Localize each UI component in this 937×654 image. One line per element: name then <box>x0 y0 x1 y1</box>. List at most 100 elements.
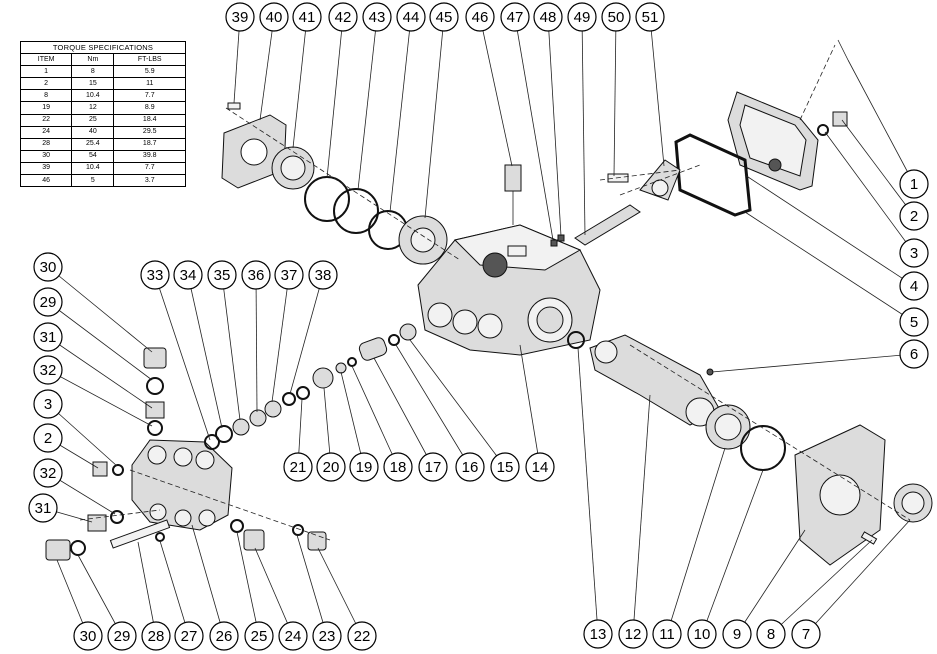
callout-circle <box>316 452 346 482</box>
flange-plate-part <box>221 114 287 189</box>
callout-number: 49 <box>574 9 591 26</box>
callout-c31: 31 <box>33 322 63 352</box>
callout-circle <box>225 2 255 32</box>
callout-number: 27 <box>181 628 198 645</box>
callout-circle <box>533 2 563 32</box>
callout-c29b: 29 <box>33 287 63 317</box>
callout-c36: 36 <box>241 260 271 290</box>
crankshaft-12-part <box>589 334 721 427</box>
o-ring-25-part <box>230 519 244 533</box>
callout-number: 38 <box>315 267 332 284</box>
callout-circle <box>362 2 392 32</box>
o-ring-29-part <box>146 377 164 395</box>
callout-circle <box>349 452 379 482</box>
callout-c21: 21 <box>283 452 313 482</box>
leader-line-c30b <box>47 266 153 353</box>
leader-line-c43 <box>357 16 378 191</box>
leader-line-c29 <box>77 554 123 637</box>
leader-line-c34 <box>187 274 223 429</box>
callout-c28: 28 <box>141 621 171 651</box>
callout-number: 15 <box>497 459 514 476</box>
callout-c5: 5 <box>899 307 929 337</box>
callout-number: 28 <box>148 628 165 645</box>
leader-lines <box>42 16 915 637</box>
plug-2-part <box>92 461 108 477</box>
callout-c48: 48 <box>533 2 563 32</box>
callout-number: 31 <box>40 329 57 346</box>
callout-number: 11 <box>659 626 675 643</box>
o-ring-43-part <box>333 188 379 234</box>
callout-circle <box>209 621 239 651</box>
callout-circle <box>33 389 63 419</box>
plug-30-part <box>143 347 167 369</box>
callout-circle <box>899 169 929 199</box>
callout-c51: 51 <box>635 2 665 32</box>
leader-line-c40 <box>259 16 275 121</box>
callout-c23: 23 <box>312 621 342 651</box>
callout-number: 51 <box>642 9 659 26</box>
leader-line-c6 <box>711 353 915 373</box>
axis-line-part <box>79 44 911 541</box>
washer-27-part <box>155 532 165 542</box>
leader-line-c2 <box>841 119 915 217</box>
callout-circle <box>722 619 752 649</box>
callout-c2: 2 <box>899 201 929 231</box>
callout-number: 13 <box>590 626 607 643</box>
callout-circle <box>687 619 717 649</box>
washer-3-part <box>112 464 124 476</box>
leader-line-c28 <box>137 541 157 637</box>
callout-number: 39 <box>232 9 249 26</box>
callout-number: 48 <box>540 9 557 26</box>
callout-number: 30 <box>40 259 57 276</box>
callout-c41: 41 <box>292 2 322 32</box>
leader-line-c45 <box>424 16 445 219</box>
o-ring-21-part <box>296 386 310 400</box>
callout-number: 12 <box>625 626 642 643</box>
manifold-26-part <box>131 439 233 531</box>
callout-number: 17 <box>425 459 442 476</box>
washer-16-part <box>388 334 400 346</box>
callout-number: 2 <box>44 430 52 447</box>
callout-c32: 32 <box>33 355 63 385</box>
leader-line-c32 <box>47 369 153 427</box>
callout-c31b: 31 <box>28 493 58 523</box>
callout-c4: 4 <box>899 271 929 301</box>
callout-circle <box>107 621 137 651</box>
callout-c27: 27 <box>174 621 204 651</box>
plunger-17-part <box>358 337 388 361</box>
callout-number: 3 <box>910 245 918 262</box>
callout-number: 33 <box>147 267 164 284</box>
leader-line-c50 <box>613 16 617 177</box>
leader-line-c3b <box>47 403 118 467</box>
callout-number: 5 <box>910 314 918 331</box>
leader-line-c15 <box>409 339 506 468</box>
callout-circle <box>33 252 63 282</box>
callout-c37: 37 <box>274 260 304 290</box>
callout-circle <box>899 339 929 369</box>
callout-c8: 8 <box>756 619 786 649</box>
seal-36-part <box>249 409 267 427</box>
o-ring-38-part <box>282 392 296 406</box>
leader-line-c7 <box>805 519 911 635</box>
callout-c10: 10 <box>687 619 717 649</box>
callout-number: 3 <box>44 396 52 413</box>
o-ring-13-part <box>567 331 585 349</box>
callout-circle <box>899 307 929 337</box>
callout-number: 31 <box>35 500 52 517</box>
cell-nm: 25.4 <box>71 137 115 151</box>
leader-line-c51 <box>649 16 665 167</box>
retainer-20-part <box>312 367 334 389</box>
o-ring-32-part <box>147 420 163 436</box>
callout-number: 34 <box>180 267 197 284</box>
callout-c7: 7 <box>791 619 821 649</box>
callout-markers: 1234567891011121314151617181920212223242… <box>28 2 929 651</box>
leader-line-c22 <box>317 547 363 637</box>
cover-gasket-part <box>674 133 752 217</box>
leader-line-c9 <box>736 529 806 635</box>
o-ring-29b-part <box>70 540 86 556</box>
callout-circle <box>173 260 203 290</box>
callout-number: 23 <box>319 628 336 645</box>
callout-number: 41 <box>299 9 316 26</box>
